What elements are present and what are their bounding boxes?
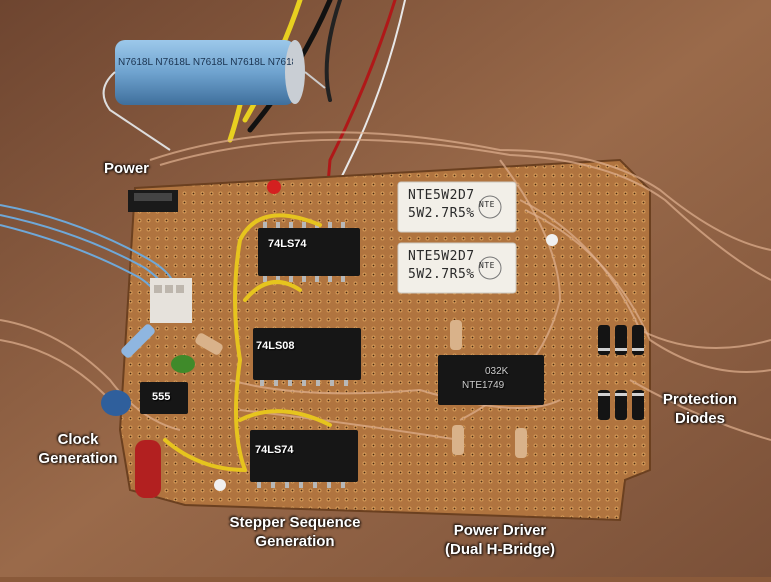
- mounting-hole: [546, 234, 558, 246]
- clock-caption-line1: Clock: [57, 431, 99, 448]
- power-resistor-2: [397, 242, 517, 294]
- protection-diodes: [598, 325, 644, 420]
- ic-u1-label: 74LS74: [268, 238, 307, 250]
- mounting-hole-2: [214, 479, 226, 491]
- power-caption: Power: [104, 160, 150, 177]
- stepper-caption-line1: Stepper Sequence: [229, 514, 361, 531]
- header-connector: [150, 278, 192, 323]
- resistor-1-brand-logo: NTE: [479, 200, 495, 209]
- power-resistor-1: [397, 181, 517, 233]
- driver-caption-line2: (Dual H-Bridge): [445, 541, 555, 558]
- clock-caption-line2: Generation: [38, 450, 118, 467]
- ic-u2: [253, 328, 361, 380]
- ic-u3-label: 74LS74: [255, 444, 294, 456]
- ic-timer-label: 555: [152, 391, 171, 403]
- resistor-1-line1: NTE5W2D7: [408, 188, 475, 203]
- small-resistors: [121, 320, 527, 458]
- electrolytic-capacitor: [102, 40, 326, 151]
- resistor-1-line2: 5W2.7R5%: [408, 206, 475, 221]
- ic-driver-label-1: 032K: [485, 366, 509, 377]
- red-capacitor: [135, 440, 161, 498]
- ic-driver: [438, 355, 544, 405]
- ic-u2-label: 74LS08: [256, 340, 295, 352]
- ic-driver-label-2: NTE1749: [462, 380, 505, 391]
- capacitor-marking: N7618L N7618L N7618L N7618L N7618L: [118, 57, 293, 68]
- resistor-2-line1: NTE5W2D7: [408, 249, 475, 264]
- protection-caption-line1: Protection: [662, 391, 738, 408]
- green-capacitor: [171, 355, 195, 373]
- yellow-jumpers: [163, 213, 332, 472]
- resistor-2-line2: 5W2.7R5%: [408, 267, 475, 282]
- ic-u1: [258, 228, 360, 276]
- blue-capacitor: [101, 390, 131, 416]
- red-led: [267, 180, 281, 194]
- ic-u3: [250, 430, 358, 482]
- ic-timer: [140, 382, 188, 414]
- driver-caption-line1: Power Driver: [453, 522, 547, 539]
- resistor-2-brand-logo: NTE: [479, 261, 495, 270]
- protection-caption-line2: Diodes: [674, 410, 725, 427]
- stepper-caption-line2: Generation: [255, 533, 335, 550]
